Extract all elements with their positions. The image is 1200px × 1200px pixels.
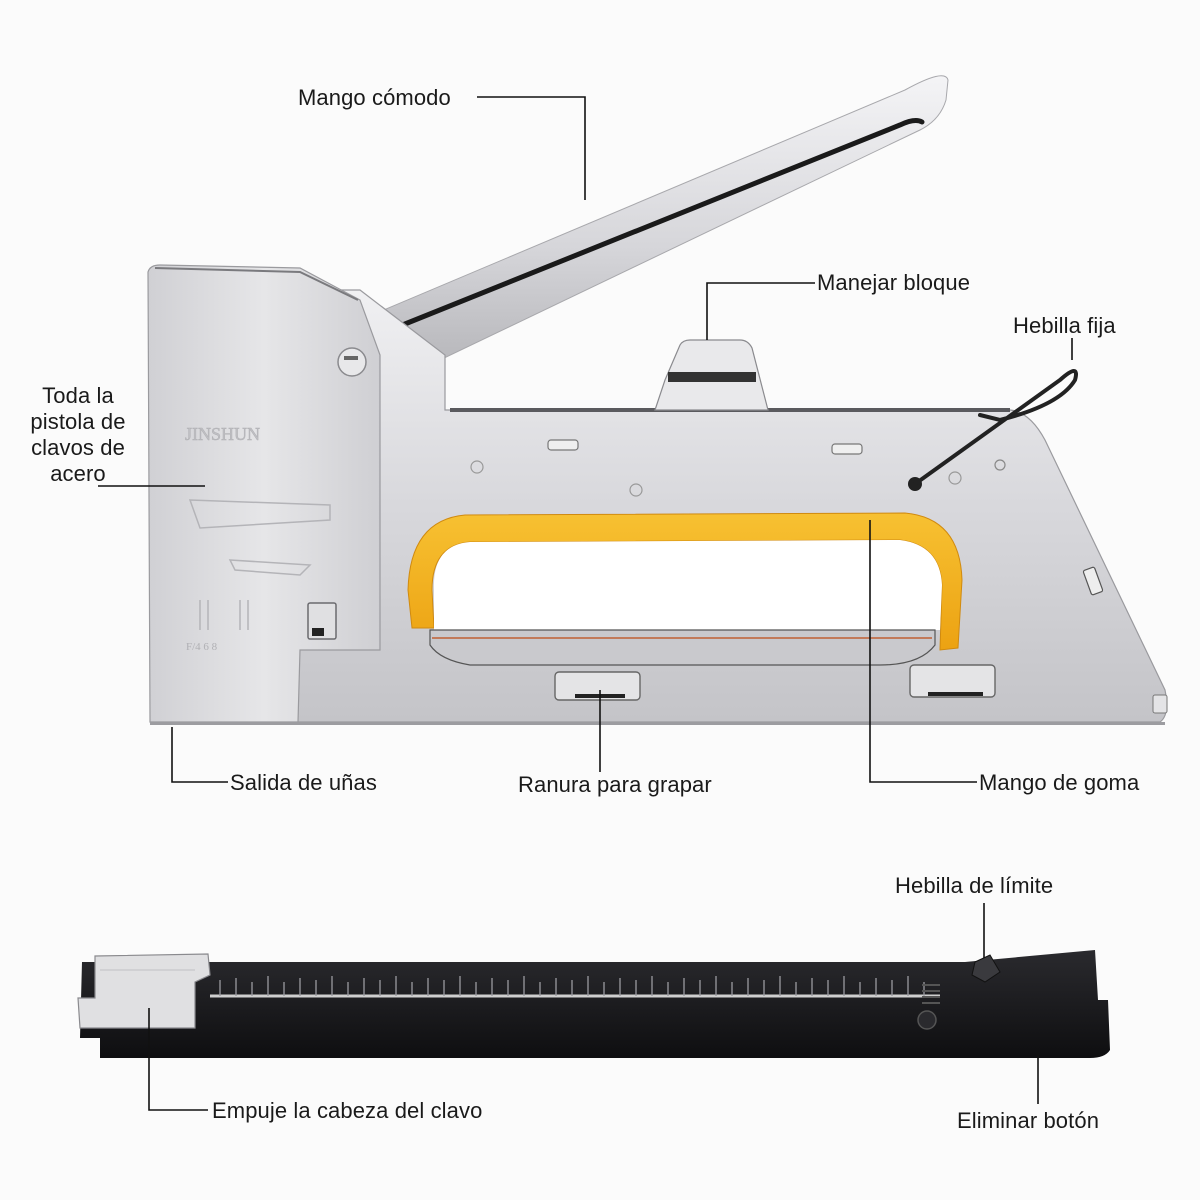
stapler-body: JINSHUN F/4 6 8 [147,264,1168,725]
comfort-handle [359,75,949,361]
label-ranura-para-grapar: Ranura para grapar [518,772,712,797]
staple-magazine [77,950,1110,1058]
label-eliminar-boton: Eliminar botón [957,1108,1100,1133]
brand-stamp: JINSHUN [185,424,260,444]
leader-manejar-bloque [706,282,815,340]
label-toda-la-pistola: Toda la pistola de clavos de acero [30,383,126,486]
size-stamp: F/4 6 8 [186,641,218,653]
leader-empuje-cabeza-clavo [148,1008,208,1111]
label-hebilla-de-limite: Hebilla de límite [895,873,1054,898]
label-hebilla-fija: Hebilla fija [1013,313,1116,338]
label-salida-de-unas: Salida de uñas [230,770,377,795]
leader-mango-de-goma [869,520,977,783]
label-mango-de-goma: Mango de goma [979,770,1140,795]
label-manejar-bloque: Manejar bloque [817,270,971,295]
leader-lines [98,96,1073,1111]
leader-mango-comodo [477,96,586,200]
leader-salida-de-unas [171,727,228,783]
label-empuje-cabeza-clavo: Empuje la cabeza del clavo [212,1098,483,1123]
label-mango-comodo: Mango cómodo [298,85,451,110]
